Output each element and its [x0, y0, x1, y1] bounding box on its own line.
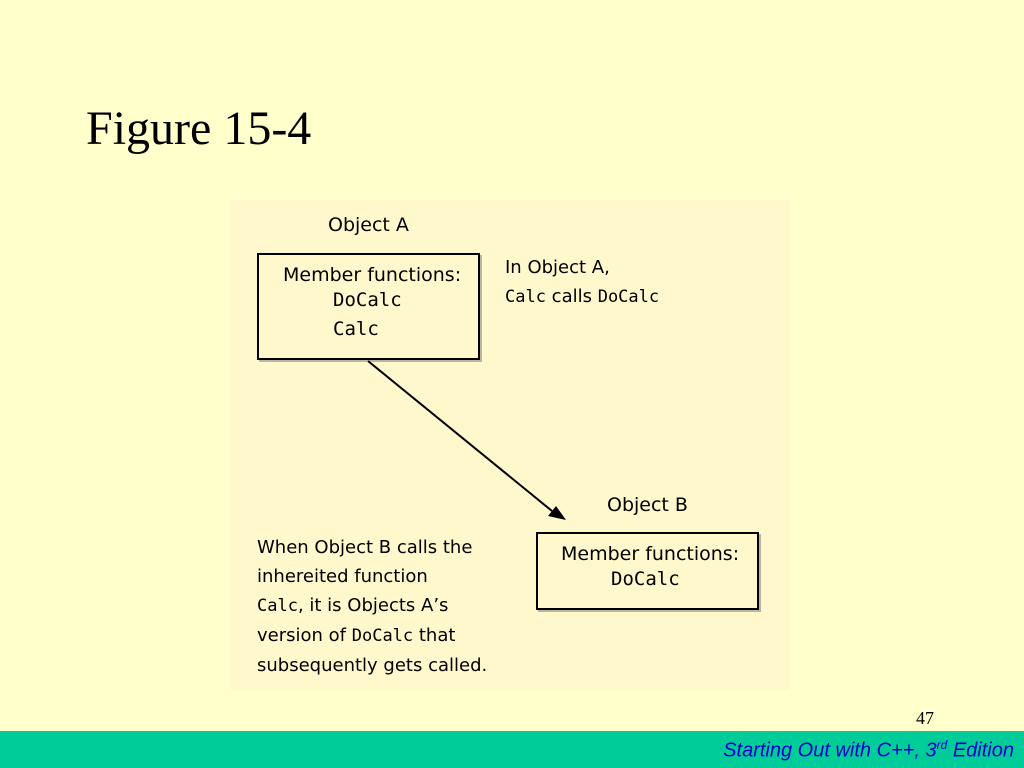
object-b-note-code-docalc: DoCalc: [351, 626, 414, 646]
object-b-note-line3-rest: , it is Objects A’s: [297, 595, 449, 616]
object-b-heading: Member functions:: [561, 543, 740, 565]
object-b-member-docalc: DoCalc: [611, 568, 680, 590]
object-b-label: Object B: [607, 494, 688, 516]
object-a-heading: Member functions:: [283, 264, 462, 286]
object-a-box: Member functions: DoCalc Calc: [257, 253, 480, 360]
footer-bar: Starting Out with C++, 3rd Edition: [0, 731, 1024, 768]
object-a-member-docalc: DoCalc: [333, 289, 402, 311]
footer-text: Starting Out with C++, 3rd Edition: [723, 738, 1014, 763]
object-a-note-line1: In Object A,: [505, 257, 610, 278]
object-a-note: In Object A, Calc calls DoCalc: [505, 253, 659, 312]
page-number: 47: [916, 708, 934, 728]
object-b-note-line4-start: version of: [257, 625, 352, 646]
slide-title: Figure 15-4: [86, 102, 312, 155]
object-b-box: Member functions: DoCalc: [536, 532, 759, 610]
object-b-note-line5: subsequently gets called.: [257, 655, 488, 676]
object-b-note-line1: When Object B calls the: [257, 537, 473, 558]
object-b-note-line4-rest: that: [413, 625, 456, 646]
object-b-note: When Object B calls the inhereited funct…: [257, 533, 487, 680]
object-b-note-code-calc: Calc: [257, 596, 298, 616]
object-a-label: Object A: [328, 214, 409, 236]
object-a-note-calls: calls: [545, 286, 598, 307]
footer-book-title: Starting Out with C++, 3: [723, 739, 937, 762]
footer-edition: Edition: [947, 739, 1014, 762]
arrowhead-icon: [548, 506, 566, 520]
object-a-member-calc: Calc: [333, 318, 379, 340]
figure-panel: Object A Member functions: DoCalc Calc I…: [230, 200, 790, 690]
object-a-note-code-docalc: DoCalc: [597, 287, 660, 307]
object-a-note-code-calc: Calc: [505, 287, 546, 307]
footer-superscript: rd: [936, 738, 948, 752]
object-b-note-line2: inhereited function: [257, 566, 428, 587]
